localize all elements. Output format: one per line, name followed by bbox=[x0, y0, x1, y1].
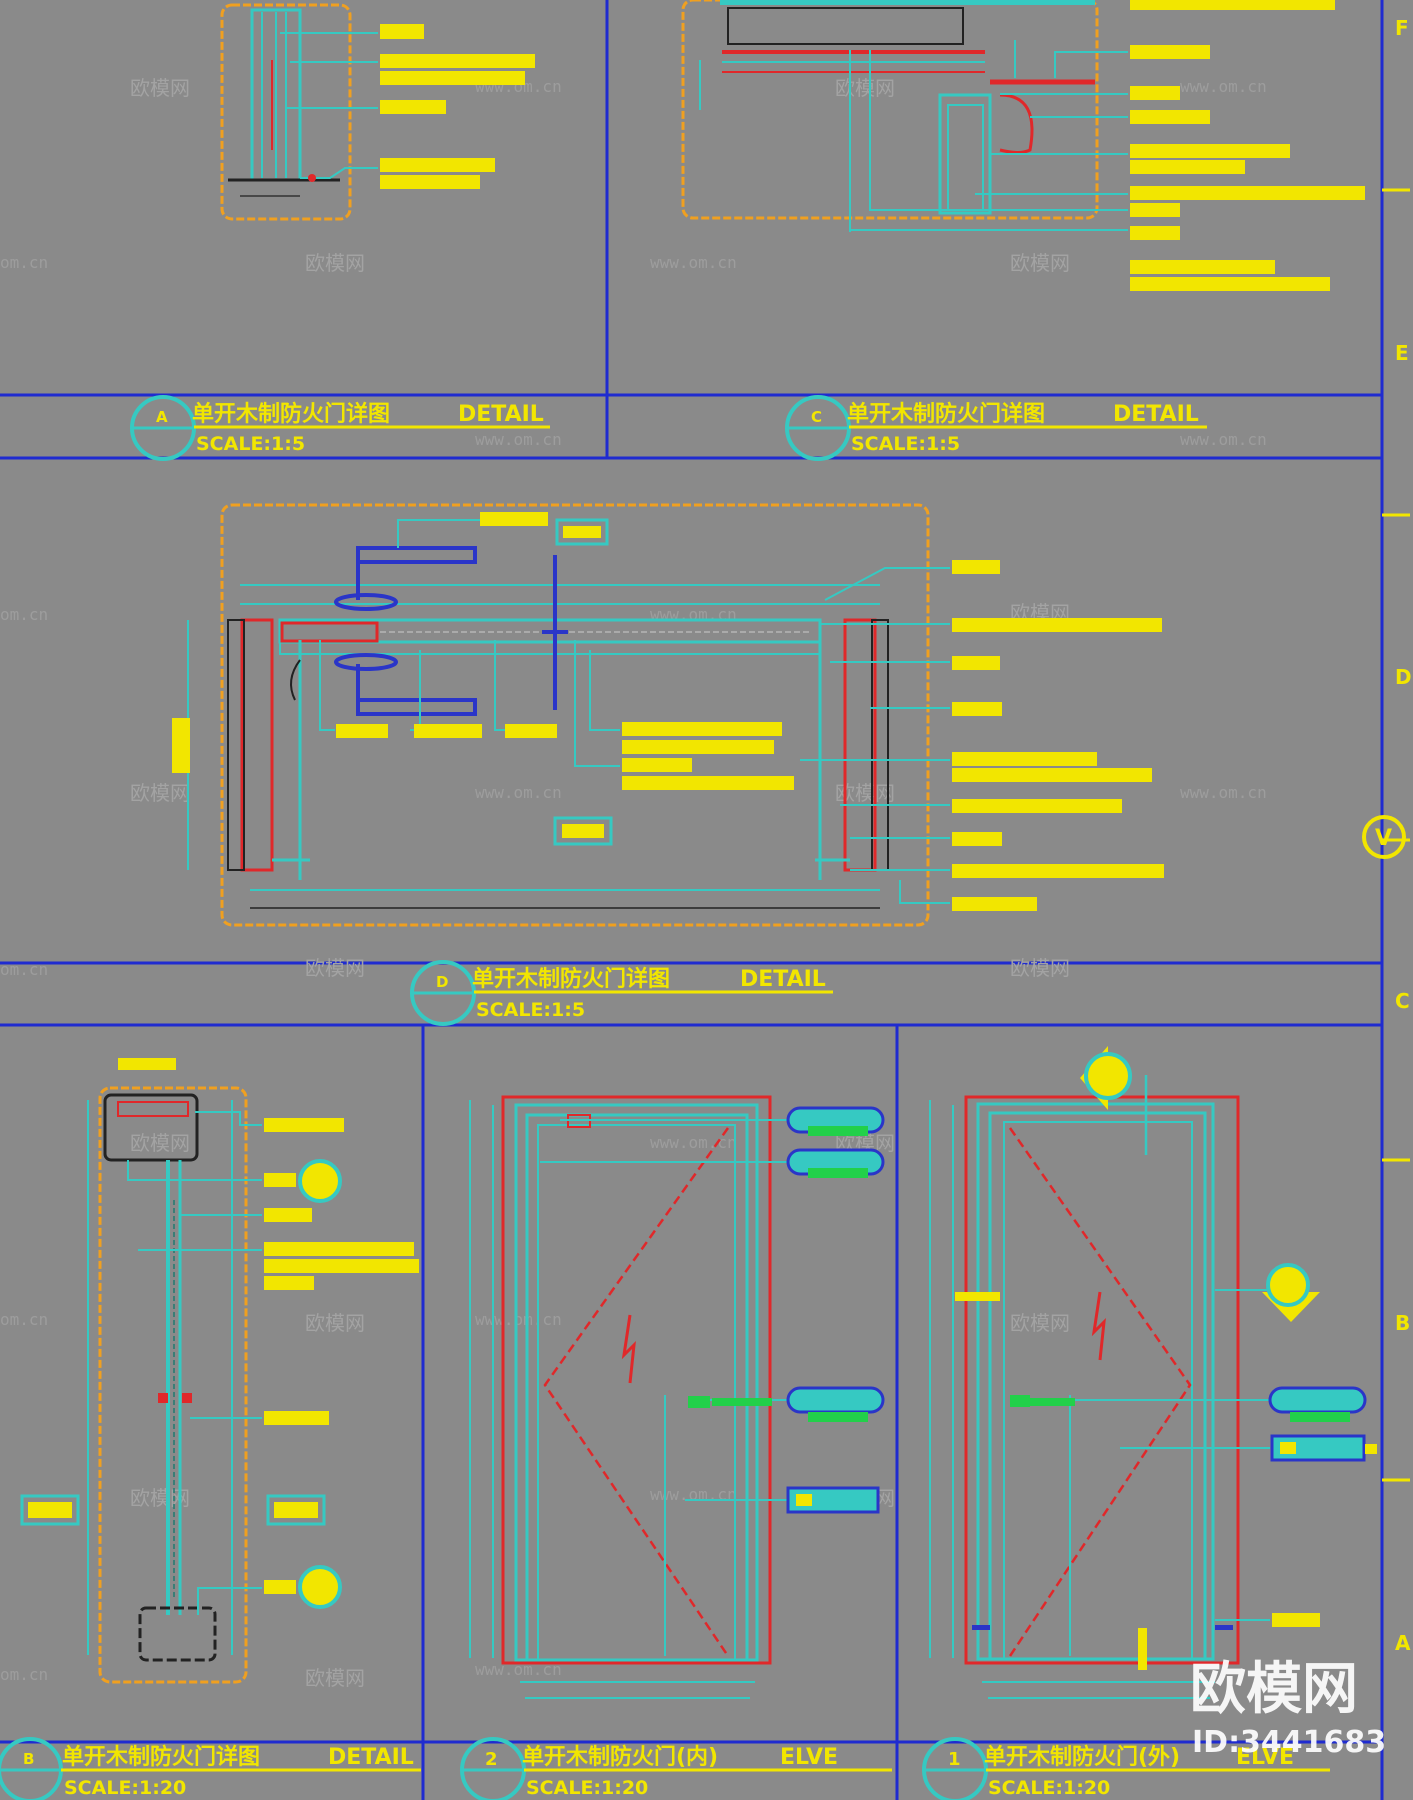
brand-id: ID:3441683 bbox=[1192, 1725, 1386, 1760]
watermark: 欧模网 bbox=[130, 781, 190, 805]
detail-title: 单开木制防火门详图 bbox=[847, 401, 1045, 427]
watermark-url: www.om.cn bbox=[650, 1133, 737, 1152]
watermark-url: www.om.cn bbox=[1180, 430, 1267, 449]
watermark: 欧模网 bbox=[130, 76, 190, 100]
watermark-url: www.om.cn bbox=[475, 430, 562, 449]
detail-a-labels bbox=[380, 24, 535, 189]
frame-lines bbox=[0, 0, 1384, 1800]
detail-b-drawing bbox=[87, 1058, 262, 1684]
detail-id: 1 bbox=[948, 1749, 961, 1770]
watermark-url: om.cn bbox=[0, 960, 48, 979]
watermark-url: www.om.cn bbox=[475, 1660, 562, 1679]
grid-marker-circle bbox=[1362, 815, 1406, 859]
watermark: 欧模网 bbox=[1010, 251, 1070, 275]
title-block-detail-c: C 单开木制防火门详图 DETAIL SCALE:1:5 bbox=[785, 395, 1207, 461]
brand-name: 欧模网 bbox=[1190, 1657, 1358, 1722]
grid-letter: V bbox=[1375, 826, 1392, 851]
detail-id: D bbox=[436, 973, 448, 991]
watermark: 欧模网 bbox=[305, 1311, 365, 1335]
title-block-detail-b: B 单开木制防火门详图 DETAIL SCALE:1:20 bbox=[0, 1737, 421, 1800]
elevation-2-drawing bbox=[469, 1095, 788, 1699]
watermark-url: om.cn bbox=[0, 253, 48, 272]
watermark-url: www.om.cn bbox=[475, 1310, 562, 1329]
watermark-url: www.om.cn bbox=[475, 783, 562, 802]
detail-c-drawing bbox=[681, 0, 1128, 232]
detail-tag: DETAIL bbox=[740, 967, 826, 992]
grid-letter: D bbox=[1395, 665, 1412, 689]
watermark-url: om.cn bbox=[0, 1665, 48, 1684]
elevation-1-tags bbox=[1080, 1046, 1377, 1627]
detail-tag: DETAIL bbox=[458, 402, 544, 427]
detail-tag: DETAIL bbox=[1113, 402, 1199, 427]
detail-title: 单开木制防火门(内) bbox=[522, 1744, 718, 1770]
detail-title: 单开木制防火门详图 bbox=[62, 1744, 260, 1770]
title-block-detail-a: A 单开木制防火门详图 DETAIL SCALE:1:5 bbox=[130, 395, 550, 461]
detail-id: B bbox=[23, 1750, 34, 1768]
detail-a-drawing bbox=[220, 3, 378, 221]
grid-letter: C bbox=[1395, 989, 1410, 1013]
elevation-2-tags bbox=[786, 1106, 885, 1514]
watermark: 欧模网 bbox=[130, 1131, 190, 1155]
grid-letter: B bbox=[1395, 1311, 1410, 1335]
detail-d-labels bbox=[336, 512, 1164, 911]
watermark: 欧模网 bbox=[1010, 1311, 1070, 1335]
detail-d-drawing bbox=[172, 503, 950, 927]
watermark: 欧模网 bbox=[305, 956, 365, 980]
detail-id: A bbox=[156, 408, 168, 426]
detail-tag: ELVE bbox=[780, 1745, 838, 1770]
detail-c-labels bbox=[1130, 0, 1365, 291]
detail-scale: SCALE:1:5 bbox=[476, 999, 585, 1021]
detail-scale: SCALE:1:5 bbox=[851, 433, 960, 455]
detail-title: 单开木制防火门详图 bbox=[472, 966, 670, 992]
watermark-url: www.om.cn bbox=[1180, 783, 1267, 802]
detail-scale: SCALE:1:5 bbox=[196, 433, 305, 455]
detail-tag: DETAIL bbox=[328, 1745, 414, 1770]
grid-ruler: F E D V C B A bbox=[1362, 16, 1412, 1655]
detail-title: 单开木制防火门详图 bbox=[192, 401, 390, 427]
grid-letter: E bbox=[1395, 341, 1409, 365]
watermark-url: om.cn bbox=[0, 605, 48, 624]
grid-letter: A bbox=[1395, 1631, 1411, 1655]
detail-scale: SCALE:1:20 bbox=[988, 1777, 1110, 1799]
elevation-1-drawing bbox=[929, 1075, 1270, 1699]
watermark: 欧模网 bbox=[1010, 956, 1070, 980]
title-block-elevation-2: 2 单开木制防火门(内) ELVE SCALE:1:20 bbox=[460, 1737, 892, 1800]
detail-scale: SCALE:1:20 bbox=[526, 1777, 648, 1799]
watermark: 欧模网 bbox=[835, 76, 895, 100]
title-block-detail-d: D 单开木制防火门详图 DETAIL SCALE:1:5 bbox=[410, 960, 833, 1026]
watermark: 欧模网 bbox=[305, 1666, 365, 1690]
watermark-url: om.cn bbox=[0, 1310, 48, 1329]
detail-tag: ELVE bbox=[1236, 1745, 1294, 1770]
title-block-elevation-1: 1 单开木制防火门(外) ELVE SCALE:1:20 bbox=[922, 1737, 1330, 1800]
detail-title: 单开木制防火门(外) bbox=[984, 1744, 1180, 1770]
watermark: 欧模网 bbox=[305, 251, 365, 275]
brand-watermark: 欧模网 ID:3441683 bbox=[1190, 1657, 1386, 1760]
detail-b-labels bbox=[20, 1118, 419, 1609]
watermark-url: www.om.cn bbox=[650, 1485, 737, 1504]
detail-id: 2 bbox=[485, 1749, 498, 1770]
detail-id: C bbox=[811, 408, 822, 426]
watermark-url: www.om.cn bbox=[650, 253, 737, 272]
grid-letter: F bbox=[1395, 16, 1409, 40]
detail-scale: SCALE:1:20 bbox=[64, 1777, 186, 1799]
watermark-url: www.om.cn bbox=[1180, 77, 1267, 96]
